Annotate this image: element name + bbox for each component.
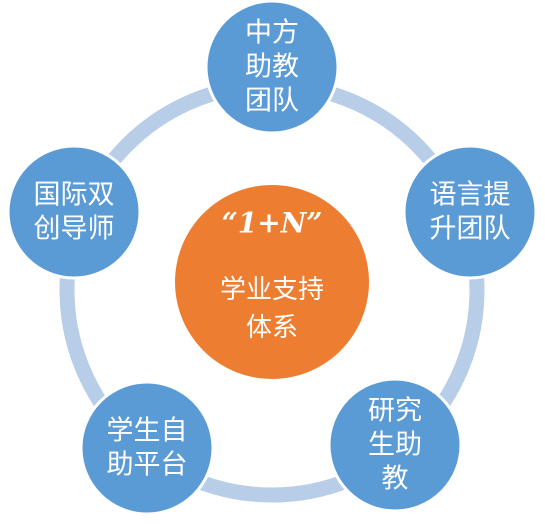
node-grad-ta-circle — [327, 377, 463, 513]
node-cn-ta-team-label-3: 团队 — [245, 86, 299, 117]
node-cn-ta-team-circle — [204, 0, 340, 135]
node-language-team-circle — [402, 144, 538, 280]
center-line-2: 体系 — [246, 313, 298, 343]
node-grad-ta-label-3: 教 — [382, 464, 409, 495]
node-cn-ta-team-label-1: 中方 — [245, 18, 299, 49]
node-cn-ta-team-label-2: 助教 — [245, 52, 299, 83]
center-circle: “1+N” 学业支持 体系 — [175, 185, 369, 379]
center-title: “1+N” — [222, 207, 323, 240]
node-intl-mentors-label-1: 国际双 — [34, 180, 115, 211]
center-line-1: 学业支持 — [220, 275, 324, 305]
node-self-study-platform-circle — [79, 380, 215, 516]
node-language-team-label-2: 升团队 — [430, 214, 511, 245]
node-intl-mentors-circle — [6, 144, 142, 280]
node-intl-mentors-label-2: 创导师 — [34, 214, 115, 245]
node-language-team-label-1: 语言提 — [430, 180, 511, 211]
node-self-study-platform-label-1: 学生自 — [107, 416, 188, 447]
node-grad-ta-label-1: 研究 — [368, 396, 422, 427]
node-grad-ta-label-2: 生助 — [368, 430, 422, 461]
node-self-study-platform-label-2: 助平台 — [107, 450, 188, 481]
center-circle-shape — [175, 185, 369, 379]
